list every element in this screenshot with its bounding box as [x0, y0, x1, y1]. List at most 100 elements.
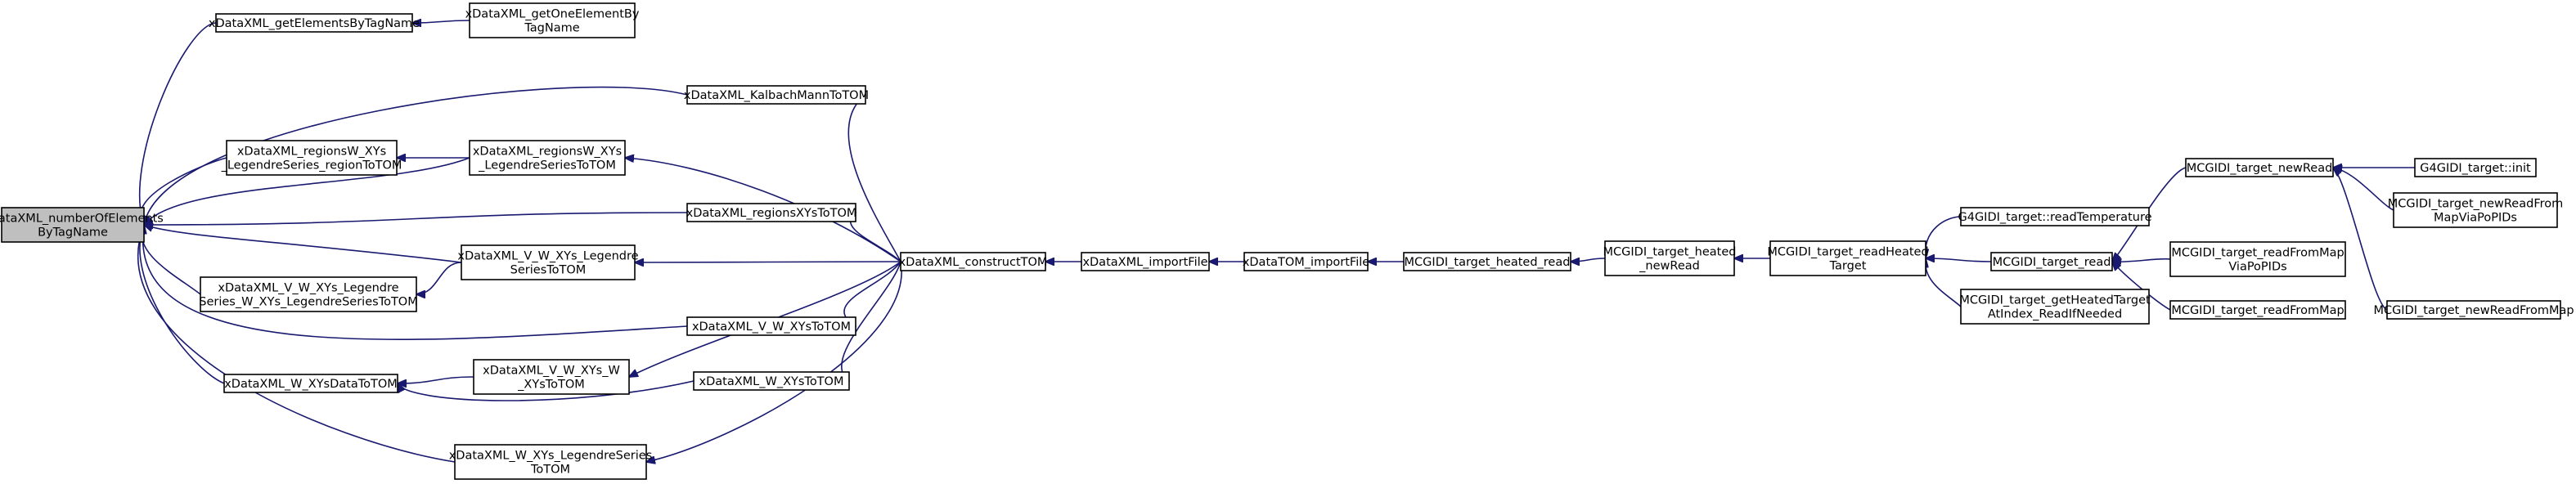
node-target-read[interactable]: MCGIDI_target_read: [1990, 252, 2113, 271]
node-label: ViaPoPIDs: [2228, 261, 2286, 274]
edge-new-read-from-map-via-po-pids-to-new-read: [2333, 168, 2394, 211]
node-box: [2414, 158, 2537, 177]
node-heated-read[interactable]: MCGIDI_target_heated_read: [1403, 252, 1571, 271]
node-kalbach-mann-to-tom[interactable]: xDataXML_KalbachMannToTOM: [684, 85, 869, 105]
node-box: [1604, 240, 1735, 276]
node-label: MCGIDI_target_heated: [1603, 246, 1737, 259]
node-label: MCGIDI_target_newRead: [2187, 162, 2333, 175]
node-box: [2169, 241, 2346, 277]
node-w-xys-legendre-series-to-tom[interactable]: xDataXML_W_XYs_LegendreSeriesToTOM: [449, 444, 653, 480]
edge-construct-tom-to-regions-w-xys-legendre-series-to-tom: [625, 158, 901, 262]
node-label: xDataXML_V_W_XYs_Legendre: [457, 250, 638, 263]
edge-new-read-from-map-to-new-read: [2333, 168, 2388, 311]
edges-layer: [138, 20, 2415, 462]
node-box: [200, 276, 417, 312]
edge-v-w-xys-to-tom-to-number-of-elements-by-tag-name: [143, 225, 688, 340]
edge-g4-gidi-read-temperature-to-read-heated-target: [1926, 216, 1962, 258]
node-w-xys-data-to-tom[interactable]: xDataXML_W_XYsDataToTOM: [223, 374, 398, 393]
node-box: [461, 244, 636, 280]
node-box: [1081, 252, 1210, 271]
node-label: xDataXML_regionsW_XYs: [237, 146, 386, 159]
edge-w-xys-to-tom-to-w-xys-data-to-tom: [398, 380, 695, 401]
edge-kalbach-mann-to-tom-to-number-of-elements-by-tag-name: [144, 86, 688, 225]
edge-w-xys-legendre-series-to-tom-to-number-of-elements-by-tag-name: [138, 225, 456, 463]
node-box: [1990, 252, 2113, 271]
node-g4-gidi-read-temperature[interactable]: G4GIDI_target::readTemperature: [1958, 207, 2152, 226]
node-label: MCGIDI_target_newReadFromMap: [2373, 304, 2574, 317]
node-label: MCGIDI_target_readFromMap: [2171, 304, 2344, 317]
edge-heated-new-read-to-heated-read: [1571, 258, 1606, 262]
node-label: ToTOM: [530, 464, 570, 477]
edge-v-w-xys-legendre-series-to-tom-to-number-of-elements-by-tag-name: [144, 225, 462, 263]
node-box: [473, 359, 630, 395]
edge-target-read-to-read-heated-target: [1926, 258, 1992, 262]
nodes-layer: xDataXML_numberOfElementsByTagNamexDataX…: [0, 2, 2574, 480]
node-label: AtIndex_ReadIfNeeded: [1988, 308, 2122, 321]
node-get-elements-by-tag-name[interactable]: xDataXML_getElementsByTagName: [209, 13, 420, 33]
node-label: xDataXML_constructTOM: [899, 256, 1048, 269]
node-v-w-xys-to-tom[interactable]: xDataXML_V_W_XYsToTOM: [686, 316, 856, 336]
node-label: MCGIDI_target_readHeated: [1767, 246, 1928, 259]
node-heated-new-read[interactable]: MCGIDI_target_heated_newRead: [1603, 240, 1737, 276]
node-label: xDataXML_regionsW_XYs: [473, 146, 622, 159]
edge-construct-tom-to-w-xys-legendre-series-to-tom: [646, 261, 902, 462]
edge-get-elements-by-tag-name-to-number-of-elements-by-tag-name: [140, 22, 217, 225]
node-box: [1769, 240, 1926, 276]
node-regions-w-xys-legendre-series-region-to-tom[interactable]: xDataXML_regionsW_XYs_LegendreSeries_reg…: [221, 140, 402, 176]
node-label: xDataXML_importFile: [1082, 256, 1207, 269]
node-label: xDataXML_V_W_XYs_Legendre: [218, 282, 398, 295]
node-label: xDataXML_W_XYsToTOM: [699, 375, 844, 388]
edge-construct-tom-to-regions-xys-to-tom: [851, 213, 901, 262]
node-label: ByTagName: [38, 226, 108, 240]
node-label: xDataXML_KalbachMannToTOM: [684, 89, 869, 102]
node-label: xDataXML_W_XYsDataToTOM: [224, 378, 398, 391]
node-read-from-map[interactable]: MCGIDI_target_readFromMap: [2169, 300, 2346, 320]
node-v-w-xys-legendre-series-to-tom[interactable]: xDataXML_V_W_XYs_LegendreSeriesToTOM: [457, 244, 639, 280]
node-box: [215, 13, 413, 33]
node-construct-tom[interactable]: xDataXML_constructTOM: [899, 252, 1048, 271]
edge-regions-xys-to-tom-to-number-of-elements-by-tag-name: [144, 212, 688, 225]
node-v-w-xys-legendre-series-w-xys-legendre-series-to-tom[interactable]: xDataXML_V_W_XYs_LegendreSeries_W_XYs_Le…: [199, 276, 418, 312]
node-box: [454, 444, 647, 480]
node-box: [2386, 300, 2561, 320]
edge-get-heated-target-at-index-to-read-heated-target: [1926, 258, 1962, 307]
node-label: _LegendreSeries_regionToTOM: [221, 159, 402, 173]
node-label: xDataXML_numberOfElements: [0, 213, 164, 226]
node-label: G4GIDI_target::init: [2420, 162, 2531, 175]
node-x-data-tom-import-file[interactable]: xDataTOM_importFile: [1243, 252, 1369, 271]
node-box: [1403, 252, 1571, 271]
node-label: _newRead: [1639, 260, 1700, 273]
node-new-read-from-map[interactable]: MCGIDI_target_newReadFromMap: [2373, 300, 2574, 320]
node-g4-gidi-init[interactable]: G4GIDI_target::init: [2414, 158, 2537, 177]
node-label: xDataXML_V_W_XYs_W: [483, 365, 620, 378]
node-label: xDataXML_getOneElementBy: [465, 8, 640, 21]
node-label: Series_W_XYs_LegendreSeriesToTOM: [199, 296, 418, 309]
node-import-file[interactable]: xDataXML_importFile: [1081, 252, 1210, 271]
node-label: MCGIDI_target_heated_read: [1405, 256, 1571, 269]
node-label: G4GIDI_target::readTemperature: [1958, 211, 2151, 224]
edge-regions-w-xys-legendre-series-to-tom-to-number-of-elements-by-tag-name: [144, 157, 470, 225]
node-box: [1, 207, 145, 243]
edge-v-w-xys-legendre-series-w-xys-legendre-series-to-tom-to-number-of-elements-by-tag-name: [142, 225, 201, 295]
node-label: MCGIDI_target_newReadFrom: [2388, 198, 2564, 211]
node-box: [1243, 252, 1369, 271]
node-box: [469, 2, 636, 38]
node-w-xys-to-tom[interactable]: xDataXML_W_XYsToTOM: [693, 371, 850, 391]
node-box: [223, 374, 398, 393]
edge-construct-tom-to-w-xys-to-tom: [842, 261, 901, 381]
node-v-w-xys-w-xys-to-tom[interactable]: xDataXML_V_W_XYs_W_XYsToTOM: [473, 359, 630, 395]
node-regions-w-xys-legendre-series-to-tom[interactable]: xDataXML_regionsW_XYs_LegendreSeriesToTO…: [469, 140, 626, 176]
node-label: SeriesToTOM: [510, 264, 587, 277]
node-label: xDataTOM_importFile: [1243, 256, 1369, 269]
node-new-read[interactable]: MCGIDI_target_newRead: [2185, 158, 2334, 177]
node-label: Target: [1829, 260, 1867, 273]
node-box: [1960, 207, 2150, 226]
node-get-heated-target-at-index[interactable]: MCGIDI_target_getHeatedTargetAtIndex_Rea…: [1959, 289, 2151, 325]
node-regions-xys-to-tom[interactable]: xDataXML_regionsXYsToTOM: [686, 203, 857, 222]
